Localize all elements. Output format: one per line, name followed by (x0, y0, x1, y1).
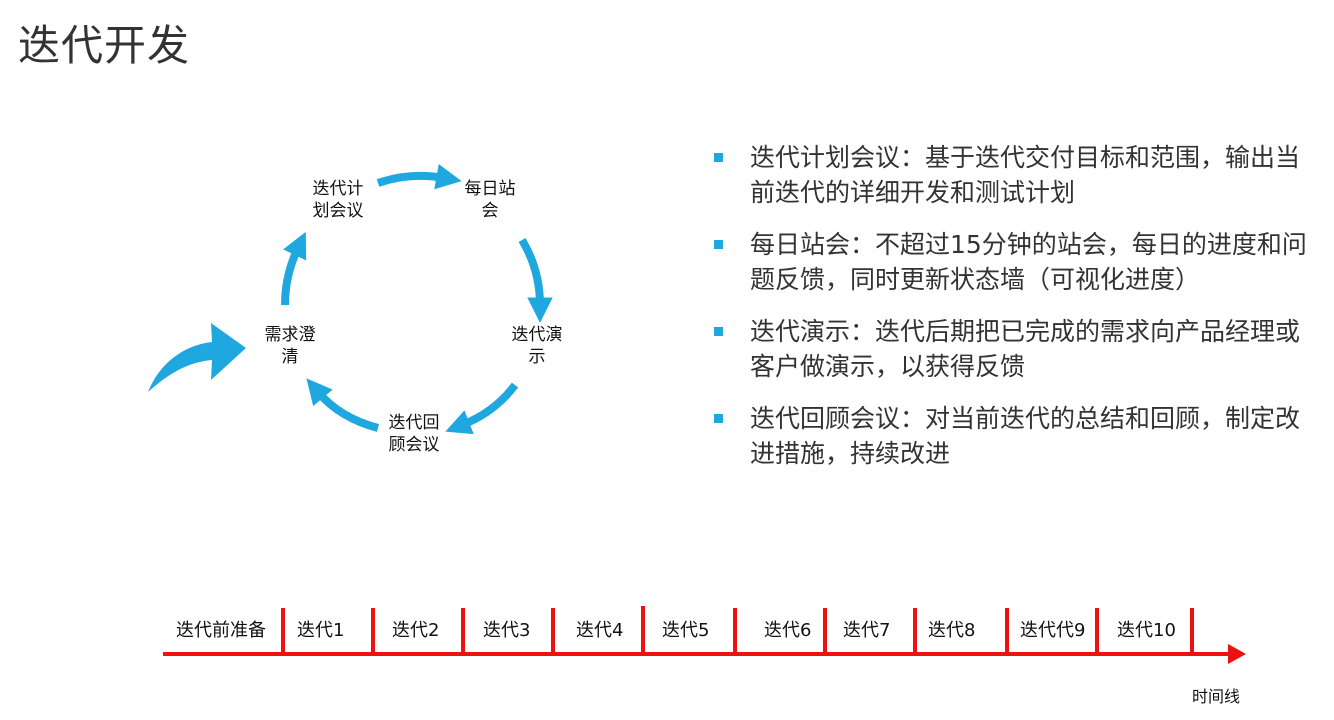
bullet-square-icon (714, 414, 723, 423)
list-item: 迭代回顾会议：对当前迭代的总结和回顾，制定改进措施，持续改进 (712, 401, 1312, 471)
list-item: 迭代演示：迭代后期把已完成的需求向产品经理或客户做演示，以获得反馈 (712, 314, 1312, 384)
cycle-arrow-demo-to-retro (445, 382, 519, 435)
cycle-entry-arrow (148, 323, 246, 392)
cycle-arrow-clarification-to-planning (281, 231, 307, 306)
bullet-square-icon (714, 240, 723, 249)
timeline-tick (551, 608, 555, 654)
list-item: 迭代计划会议：基于迭代交付目标和范围，输出当前迭代的详细开发和测试计划 (712, 140, 1312, 210)
timeline-label: 迭代6 (764, 620, 812, 641)
timeline-end-label: 时间线 (1192, 687, 1241, 706)
timeline-label: 迭代5 (662, 620, 710, 641)
iteration-cycle-diagram (148, 164, 553, 435)
timeline-label: 迭代2 (392, 620, 440, 641)
page-title: 迭代开发 (18, 21, 191, 70)
timeline-arrowhead (1228, 644, 1246, 664)
timeline-label: 迭代3 (483, 620, 531, 641)
timeline-label: 迭代代9 (1020, 620, 1086, 641)
list-item: 每日站会：不超过15分钟的站会，每日的进度和问题反馈，同时更新状态墙（可视化进度… (712, 227, 1312, 297)
timeline-tick (461, 608, 465, 654)
node-iteration-demo: 迭代演 示 (511, 325, 563, 367)
timeline-label: 迭代4 (576, 620, 624, 641)
cycle-arrow-retro-to-clarification (306, 378, 380, 432)
timeline-tick (281, 608, 285, 654)
cycle-arrow-standup-to-demo (518, 237, 553, 323)
description-list: 迭代计划会议：基于迭代交付目标和范围，输出当前迭代的详细开发和测试计划 每日站会… (712, 140, 1312, 488)
node-requirement-clarification: 需求澄 清 (264, 325, 316, 367)
timeline-label: 迭代1 (297, 620, 345, 641)
timeline-tick (733, 608, 737, 654)
timeline-label: 迭代10 (1117, 620, 1176, 641)
timeline-tick (913, 608, 917, 654)
node-iteration-planning: 迭代计 划会议 (312, 179, 364, 221)
cycle-arrow-planning-to-standup (376, 164, 462, 190)
timeline-label: 迭代前准备 (176, 620, 266, 641)
timeline-tick (371, 608, 375, 654)
timeline-tick (1095, 608, 1099, 654)
timeline-tick (1005, 608, 1009, 654)
timeline-tick (641, 606, 645, 654)
bullet-square-icon (714, 327, 723, 336)
bullet-square-icon (714, 153, 723, 162)
node-daily-standup: 每日站 会 (464, 179, 516, 221)
timeline-label: 迭代8 (928, 620, 976, 641)
node-iteration-retrospective: 迭代回 顾会议 (388, 413, 440, 455)
timeline-label: 迭代7 (843, 620, 891, 641)
timeline-tick (1190, 608, 1194, 654)
timeline-tick (823, 608, 827, 654)
